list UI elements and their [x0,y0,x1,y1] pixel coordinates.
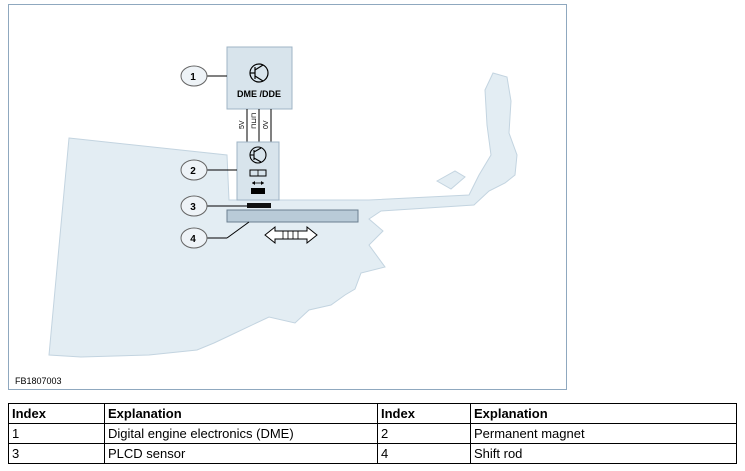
legend-header-row: Index Explanation Index Explanation [8,403,737,424]
dme-dde-unit [226,46,293,110]
transistor-icon [249,146,267,164]
double-arrow-icon [252,181,264,185]
table-row: 3 PLCD sensor 4 Shift rod [8,443,737,464]
permanent-magnet [251,188,265,194]
cell-index: 4 [377,443,471,464]
cell-explanation: Digital engine electronics (DME) [104,423,378,444]
callout-bubble-icon: 1 [180,65,208,87]
cell-explanation: Permanent magnet [470,423,737,444]
header-index-2: Index [377,403,471,424]
callout-2: 2 [190,166,196,177]
cell-index: 1 [8,423,105,444]
wire-label-5v: 5V [239,120,246,129]
double-arrow-icon [264,225,318,245]
callout-3: 3 [190,202,196,213]
callout-4: 4 [190,234,196,245]
callout-bubble-icon: 4 [180,227,208,249]
dme-dde-label: DME /DDE [237,89,281,99]
plcd-sensor-element [247,203,271,208]
figure-id: FB1807003 [15,376,62,386]
signal-wires [246,109,272,142]
callout-bubble-icon: 2 [180,159,208,181]
cell-index: 2 [377,423,471,444]
callout-1: 1 [190,72,196,83]
cell-index: 3 [8,443,105,464]
diagram-figure: DME /DDE 5V ⊓⊔⊓ 0V [8,4,567,390]
wire-label-signal: ⊓⊔⊓ [251,113,258,129]
header-explanation-2: Explanation [470,403,737,424]
callout-leaders [204,75,250,239]
callout-bubble-icon: 3 [180,195,208,217]
wire-label-0v: 0V [263,120,270,129]
cell-explanation: PLCD sensor [104,443,378,464]
table-row: 1 Digital engine electronics (DME) 2 Per… [8,423,737,444]
diagram-canvas: DME /DDE 5V ⊓⊔⊓ 0V [48,46,518,358]
shift-rod [226,209,359,223]
housing-rear-fin [435,170,466,190]
cell-explanation: Shift rod [470,443,737,464]
header-explanation-1: Explanation [104,403,378,424]
legend-table: Index Explanation Index Explanation 1 Di… [8,403,737,464]
transistor-icon [249,63,269,83]
header-index-1: Index [8,403,105,424]
